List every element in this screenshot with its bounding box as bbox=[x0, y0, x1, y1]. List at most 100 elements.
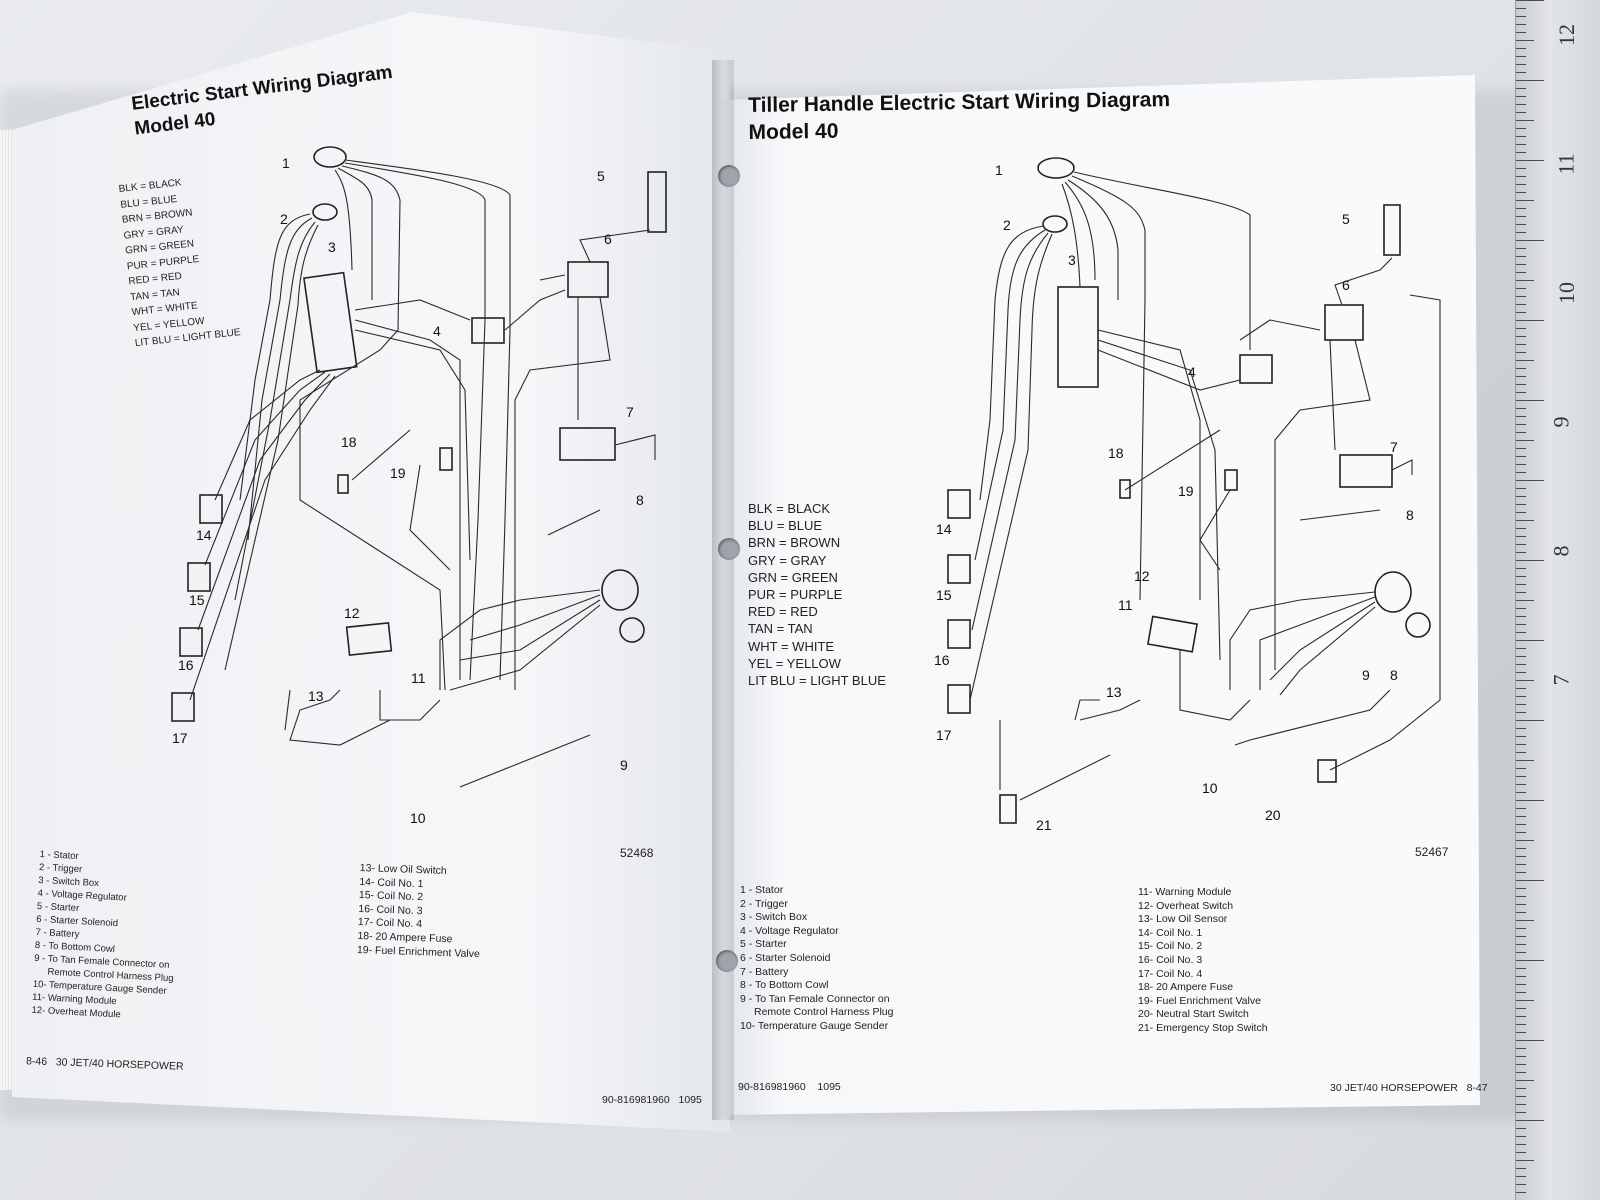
ruler-tick bbox=[1516, 1168, 1526, 1169]
right-footer: 30 JET/40 HORSEPOWER 8-47 bbox=[1330, 1082, 1488, 1094]
ruler-tick bbox=[1516, 96, 1526, 97]
ruler-tick bbox=[1516, 496, 1526, 497]
right-page-number: 8-47 bbox=[1466, 1082, 1488, 1094]
ruler-tick bbox=[1516, 888, 1526, 889]
callout-8: 8 bbox=[1390, 667, 1398, 683]
ruler-tick bbox=[1516, 664, 1526, 665]
callout-15: 15 bbox=[936, 587, 952, 603]
binder-hole bbox=[718, 165, 740, 187]
ruler-tick bbox=[1516, 264, 1526, 265]
ruler-tick bbox=[1516, 504, 1526, 505]
battery-symbol bbox=[559, 427, 616, 461]
parts-list-item: 18- 20 Ampere Fuse bbox=[1138, 981, 1234, 994]
ruler-tick bbox=[1516, 928, 1526, 929]
ruler-tick bbox=[1516, 576, 1526, 577]
ruler-tick bbox=[1516, 784, 1526, 785]
right-doc-number: 90-816981960 bbox=[738, 1081, 806, 1093]
ruler-tick bbox=[1516, 104, 1526, 105]
callout-20: 20 bbox=[1265, 807, 1281, 823]
parts-list-item: 12- Overheat Switch bbox=[1138, 899, 1234, 912]
starter-solenoid-symbol bbox=[567, 261, 609, 298]
ruler-tick bbox=[1516, 1192, 1526, 1193]
ruler-tick bbox=[1516, 752, 1526, 753]
callout-4: 4 bbox=[1188, 364, 1196, 380]
ruler-tick bbox=[1516, 1152, 1526, 1153]
ruler-tick bbox=[1516, 1144, 1526, 1145]
ruler-tick bbox=[1516, 40, 1534, 41]
parts-list-item: 11- Warning Module bbox=[1138, 886, 1232, 898]
callout-19: 19 bbox=[1178, 483, 1194, 499]
ruler-tick bbox=[1516, 808, 1526, 809]
ruler-tick bbox=[1516, 344, 1526, 345]
ruler-tick bbox=[1516, 448, 1526, 449]
ruler-tick bbox=[1516, 696, 1526, 697]
ruler-tick bbox=[1516, 408, 1526, 409]
callout-12: 12 bbox=[1134, 568, 1150, 584]
ruler-tick bbox=[1516, 976, 1526, 977]
ruler-tick bbox=[1516, 1088, 1526, 1089]
callout-11: 11 bbox=[411, 670, 426, 686]
right-doc-rev: 1095 bbox=[817, 1081, 841, 1093]
ruler-tick bbox=[1516, 640, 1544, 641]
parts-list-item: 17- Coil No. 4 bbox=[1138, 967, 1203, 980]
coil-2-symbol bbox=[187, 562, 211, 592]
ruler-tick bbox=[1516, 688, 1526, 689]
ruler-tick bbox=[1516, 832, 1526, 833]
right-wiring-diagram: 1 2 3 4 5 6 7 8 8 9 10 11 12 13 14 15 16… bbox=[934, 157, 1441, 833]
ruler-tick bbox=[1516, 1184, 1526, 1185]
fuse-symbol bbox=[337, 474, 349, 494]
left-wires bbox=[189, 159, 656, 788]
emergency-stop-switch-symbol bbox=[999, 794, 1017, 824]
left-wiring-diagram: 1 2 3 4 5 6 7 8 9 10 11 12 13 14 15 16 1… bbox=[171, 146, 667, 826]
ruler-tick bbox=[1516, 240, 1544, 241]
ruler-tick bbox=[1516, 24, 1526, 25]
callout-15: 15 bbox=[189, 592, 205, 608]
callout-9: 9 bbox=[1362, 667, 1370, 683]
stator-symbol bbox=[313, 146, 347, 168]
ruler-tick bbox=[1516, 1056, 1526, 1057]
harness-plug-symbol bbox=[1374, 571, 1412, 613]
voltage-regulator-symbol bbox=[1239, 354, 1273, 384]
battery-symbol bbox=[1339, 454, 1393, 488]
ruler-tick bbox=[1516, 680, 1534, 681]
ruler-tick bbox=[1516, 400, 1544, 401]
ruler-tick bbox=[1516, 1048, 1526, 1049]
ruler-tick bbox=[1516, 536, 1526, 537]
switch-box-symbol bbox=[1057, 286, 1099, 388]
ruler-tick bbox=[1516, 960, 1544, 961]
coil-3-symbol bbox=[947, 619, 971, 649]
ruler-tick bbox=[1516, 1000, 1534, 1001]
right-callouts: 1 2 3 4 5 6 7 8 8 9 10 11 12 13 14 15 16… bbox=[934, 162, 1414, 833]
fuse-symbol bbox=[1119, 479, 1131, 499]
left-doc-rev: 1095 bbox=[678, 1094, 702, 1106]
ruler-tick bbox=[1516, 144, 1526, 145]
ruler-tick bbox=[1516, 32, 1526, 33]
neutral-start-switch-symbol bbox=[1317, 759, 1337, 783]
ruler-tick bbox=[1516, 472, 1526, 473]
left-diagram-number: 52468 bbox=[620, 846, 654, 860]
ruler-tick bbox=[1516, 560, 1544, 561]
callout-7: 7 bbox=[626, 404, 634, 420]
right-footer-title: 30 JET/40 HORSEPOWER bbox=[1330, 1082, 1458, 1094]
ruler-tick bbox=[1516, 736, 1526, 737]
ruler-tick bbox=[1516, 904, 1526, 905]
callout-16: 16 bbox=[934, 652, 950, 668]
ruler-tick bbox=[1516, 720, 1544, 721]
ruler-tick bbox=[1516, 968, 1526, 969]
legend-entry: GRN = GREEN bbox=[748, 569, 838, 585]
ruler-tick bbox=[1516, 512, 1526, 513]
ruler-tick bbox=[1516, 48, 1526, 49]
ruler-tick bbox=[1516, 112, 1526, 113]
left-doc-number: 90-816981960 bbox=[602, 1094, 670, 1106]
ruler-tick bbox=[1516, 88, 1526, 89]
ruler-tick bbox=[1516, 424, 1526, 425]
ruler-tick bbox=[1516, 200, 1534, 201]
ruler-tick bbox=[1516, 384, 1526, 385]
parts-list-item: 7 - Battery bbox=[740, 965, 789, 978]
ruler-tick bbox=[1516, 1112, 1526, 1113]
ruler-tick bbox=[1516, 440, 1534, 441]
parts-list-item: 3 - Switch Box bbox=[740, 911, 808, 924]
starter-solenoid-symbol bbox=[1324, 304, 1364, 341]
ruler-tick bbox=[1516, 824, 1526, 825]
